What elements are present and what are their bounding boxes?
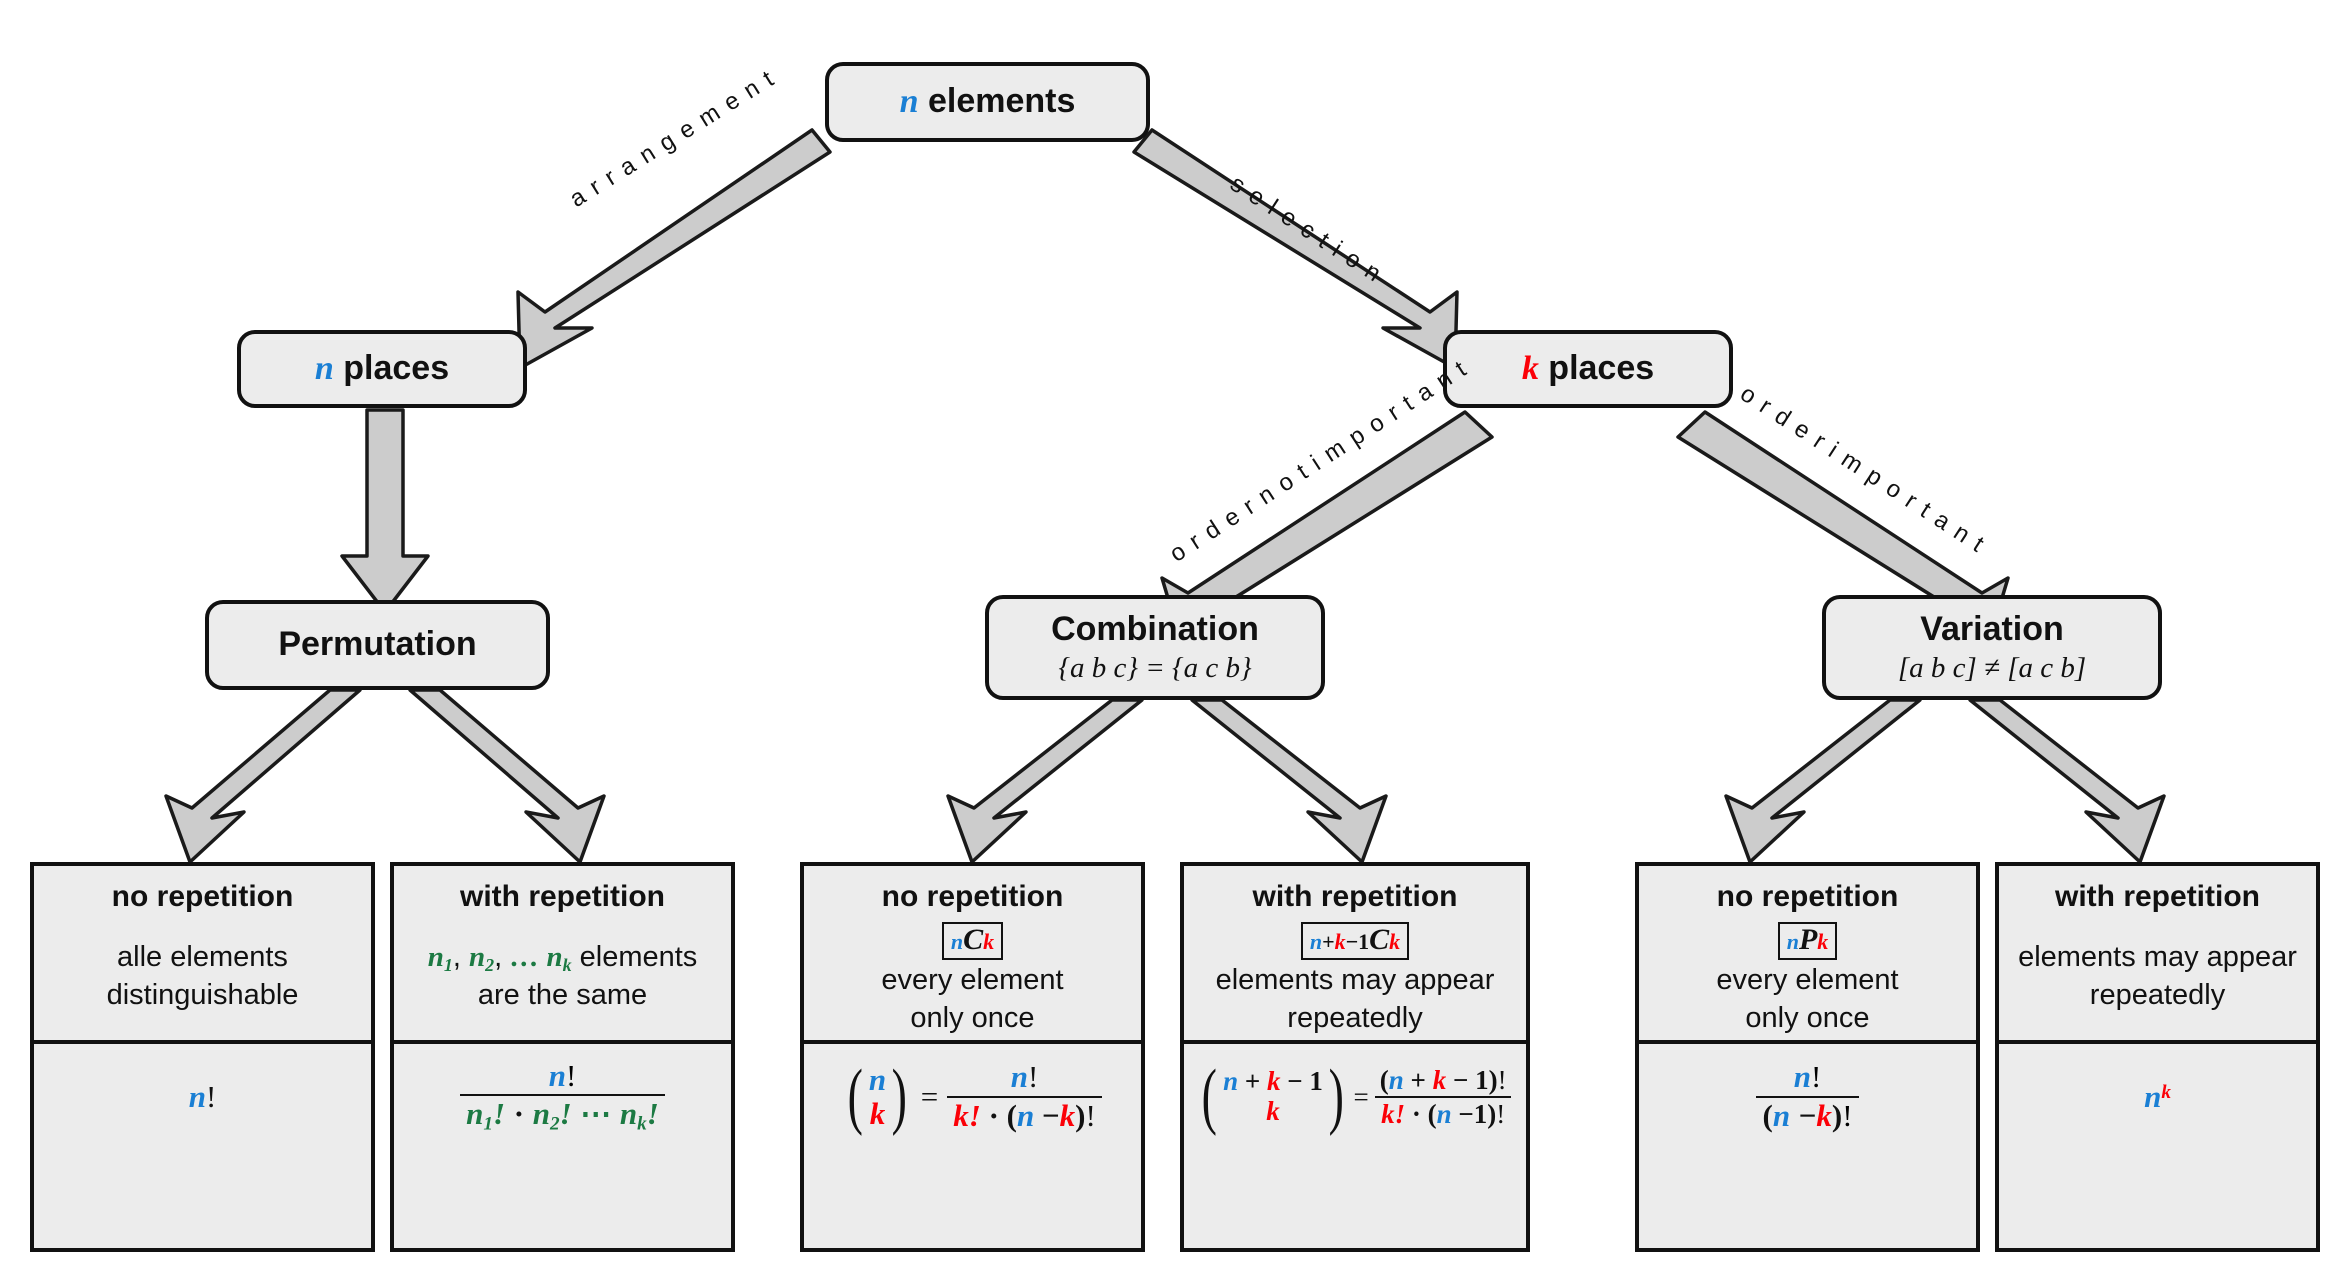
n-places-variable: n bbox=[314, 350, 334, 388]
leaf3-badge-nCk: nCk bbox=[941, 922, 1004, 960]
leaf-combination-no-repetition[interactable]: no repetition nCk every element only onc… bbox=[800, 862, 1145, 1252]
leaf1-description: alle elements distinguishable bbox=[107, 914, 299, 1040]
leaf1-desc-line2: distinguishable bbox=[106, 979, 299, 1011]
node-variation[interactable]: Variation [a b c] ≠ [a c b] bbox=[1822, 595, 2162, 700]
edge-arrangement bbox=[516, 128, 832, 370]
node-combination[interactable]: Combination {a b c} = {a c b} bbox=[985, 595, 1325, 700]
leaf-permutation-no-repetition[interactable]: no repetition alle elements distinguisha… bbox=[30, 862, 375, 1252]
leaf2-desc-line1: n1, n2, … nk elements bbox=[427, 940, 698, 975]
edge-comb-withrep bbox=[1190, 698, 1388, 864]
node-n-places-label: n places bbox=[315, 349, 449, 388]
leaf5-description: every element only once bbox=[1716, 960, 1898, 1040]
edge-selection bbox=[1132, 128, 1459, 370]
node-n-places[interactable]: n places bbox=[237, 330, 527, 408]
edge-perm-withrep bbox=[408, 688, 606, 864]
leaf4-description: elements may appear repeatedly bbox=[1216, 960, 1495, 1040]
node-variation-example: [a b c] ≠ [a c b] bbox=[1897, 651, 2087, 684]
node-variation-label: Variation bbox=[1920, 609, 2064, 648]
leaf1-formula: n! bbox=[188, 1079, 217, 1114]
leaf6-desc-line2: repeatedly bbox=[2089, 979, 2226, 1011]
edge-comb-norep bbox=[946, 698, 1144, 864]
edge-var-withrep bbox=[1968, 698, 2166, 864]
edge-var-norep bbox=[1724, 698, 1922, 864]
leaf3-header: no repetition bbox=[881, 880, 1064, 913]
leaf2-desc-line2: are the same bbox=[477, 979, 648, 1012]
leaf-variation-no-repetition[interactable]: no repetition nPk every element only onc… bbox=[1635, 862, 1980, 1252]
edge-perm-norep bbox=[164, 688, 362, 864]
node-k-places-label: k places bbox=[1522, 349, 1654, 388]
leaf3-desc-line1: every element bbox=[881, 964, 1064, 997]
leaf1-desc-line1: alle elements bbox=[117, 941, 288, 974]
leaf4-desc-line1: elements may appear bbox=[1215, 964, 1495, 997]
leaf6-description: elements may appear repeatedly bbox=[2018, 914, 2297, 1040]
leaf3-desc-line2: only once bbox=[910, 1002, 1035, 1034]
leaf2-top: with repetition n1, n2, … nk elements ar… bbox=[394, 866, 731, 1044]
leaf-combination-with-repetition[interactable]: with repetition n+k−1Ck elements may app… bbox=[1180, 862, 1530, 1252]
leaf6-header: with repetition bbox=[2055, 880, 2260, 913]
leaf3-description: every element only once bbox=[881, 960, 1063, 1040]
leaf2-description: n1, n2, … nk elements are the same bbox=[428, 914, 698, 1040]
k-places-label-text: places bbox=[1548, 349, 1655, 388]
leaf4-formula: ( n + k − 1 k ) = (n + k − 1)! k! · (n −… bbox=[1184, 1044, 1526, 1150]
leaf5-desc-line2: only once bbox=[1745, 1002, 1870, 1034]
leaf-variation-with-repetition[interactable]: with repetition elements may appear repe… bbox=[1995, 862, 2320, 1252]
k-places-variable: k bbox=[1521, 350, 1539, 388]
leaf1-top: no repetition alle elements distinguisha… bbox=[34, 866, 371, 1044]
leaf2-header: with repetition bbox=[460, 880, 665, 913]
node-n-elements[interactable]: n elements bbox=[825, 62, 1150, 142]
leaf5-desc-line1: every element bbox=[1716, 964, 1899, 997]
edge-nplaces-permutation bbox=[340, 408, 430, 614]
root-label-text: elements bbox=[927, 82, 1076, 121]
node-n-elements-label: n elements bbox=[900, 82, 1076, 121]
leaf3-top: no repetition nCk every element only onc… bbox=[804, 866, 1141, 1044]
leaf4-header: with repetition bbox=[1252, 880, 1458, 913]
node-permutation-label: Permutation bbox=[278, 625, 477, 664]
leaf2-formula: n! n1! · n2! ⋯ nk! bbox=[394, 1044, 731, 1150]
node-combination-example: {a b c} = {a c b} bbox=[1058, 651, 1252, 684]
n-places-label-text: places bbox=[343, 349, 450, 388]
leaf4-badge-nk1Ck: n+k−1Ck bbox=[1300, 922, 1410, 960]
leaf6-formula: nk bbox=[2144, 1079, 2171, 1114]
node-permutation[interactable]: Permutation bbox=[205, 600, 550, 690]
node-combination-label: Combination bbox=[1051, 609, 1259, 648]
leaf4-top: with repetition n+k−1Ck elements may app… bbox=[1184, 866, 1526, 1044]
leaf5-badge-nPk: nPk bbox=[1777, 922, 1838, 960]
leaf6-top: with repetition elements may appear repe… bbox=[1999, 866, 2316, 1044]
leaf5-header: no repetition bbox=[1716, 880, 1899, 913]
leaf4-desc-line2: repeatedly bbox=[1287, 1002, 1423, 1034]
leaf6-desc-line1: elements may appear bbox=[2018, 941, 2297, 974]
node-k-places[interactable]: k places bbox=[1443, 330, 1733, 408]
leaf5-top: no repetition nPk every element only onc… bbox=[1639, 866, 1976, 1044]
root-variable: n bbox=[899, 83, 919, 121]
leaf1-header: no repetition bbox=[111, 880, 294, 913]
leaf-permutation-with-repetition[interactable]: with repetition n1, n2, … nk elements ar… bbox=[390, 862, 735, 1252]
leaf5-formula: n! (n −k)! bbox=[1639, 1044, 1976, 1150]
